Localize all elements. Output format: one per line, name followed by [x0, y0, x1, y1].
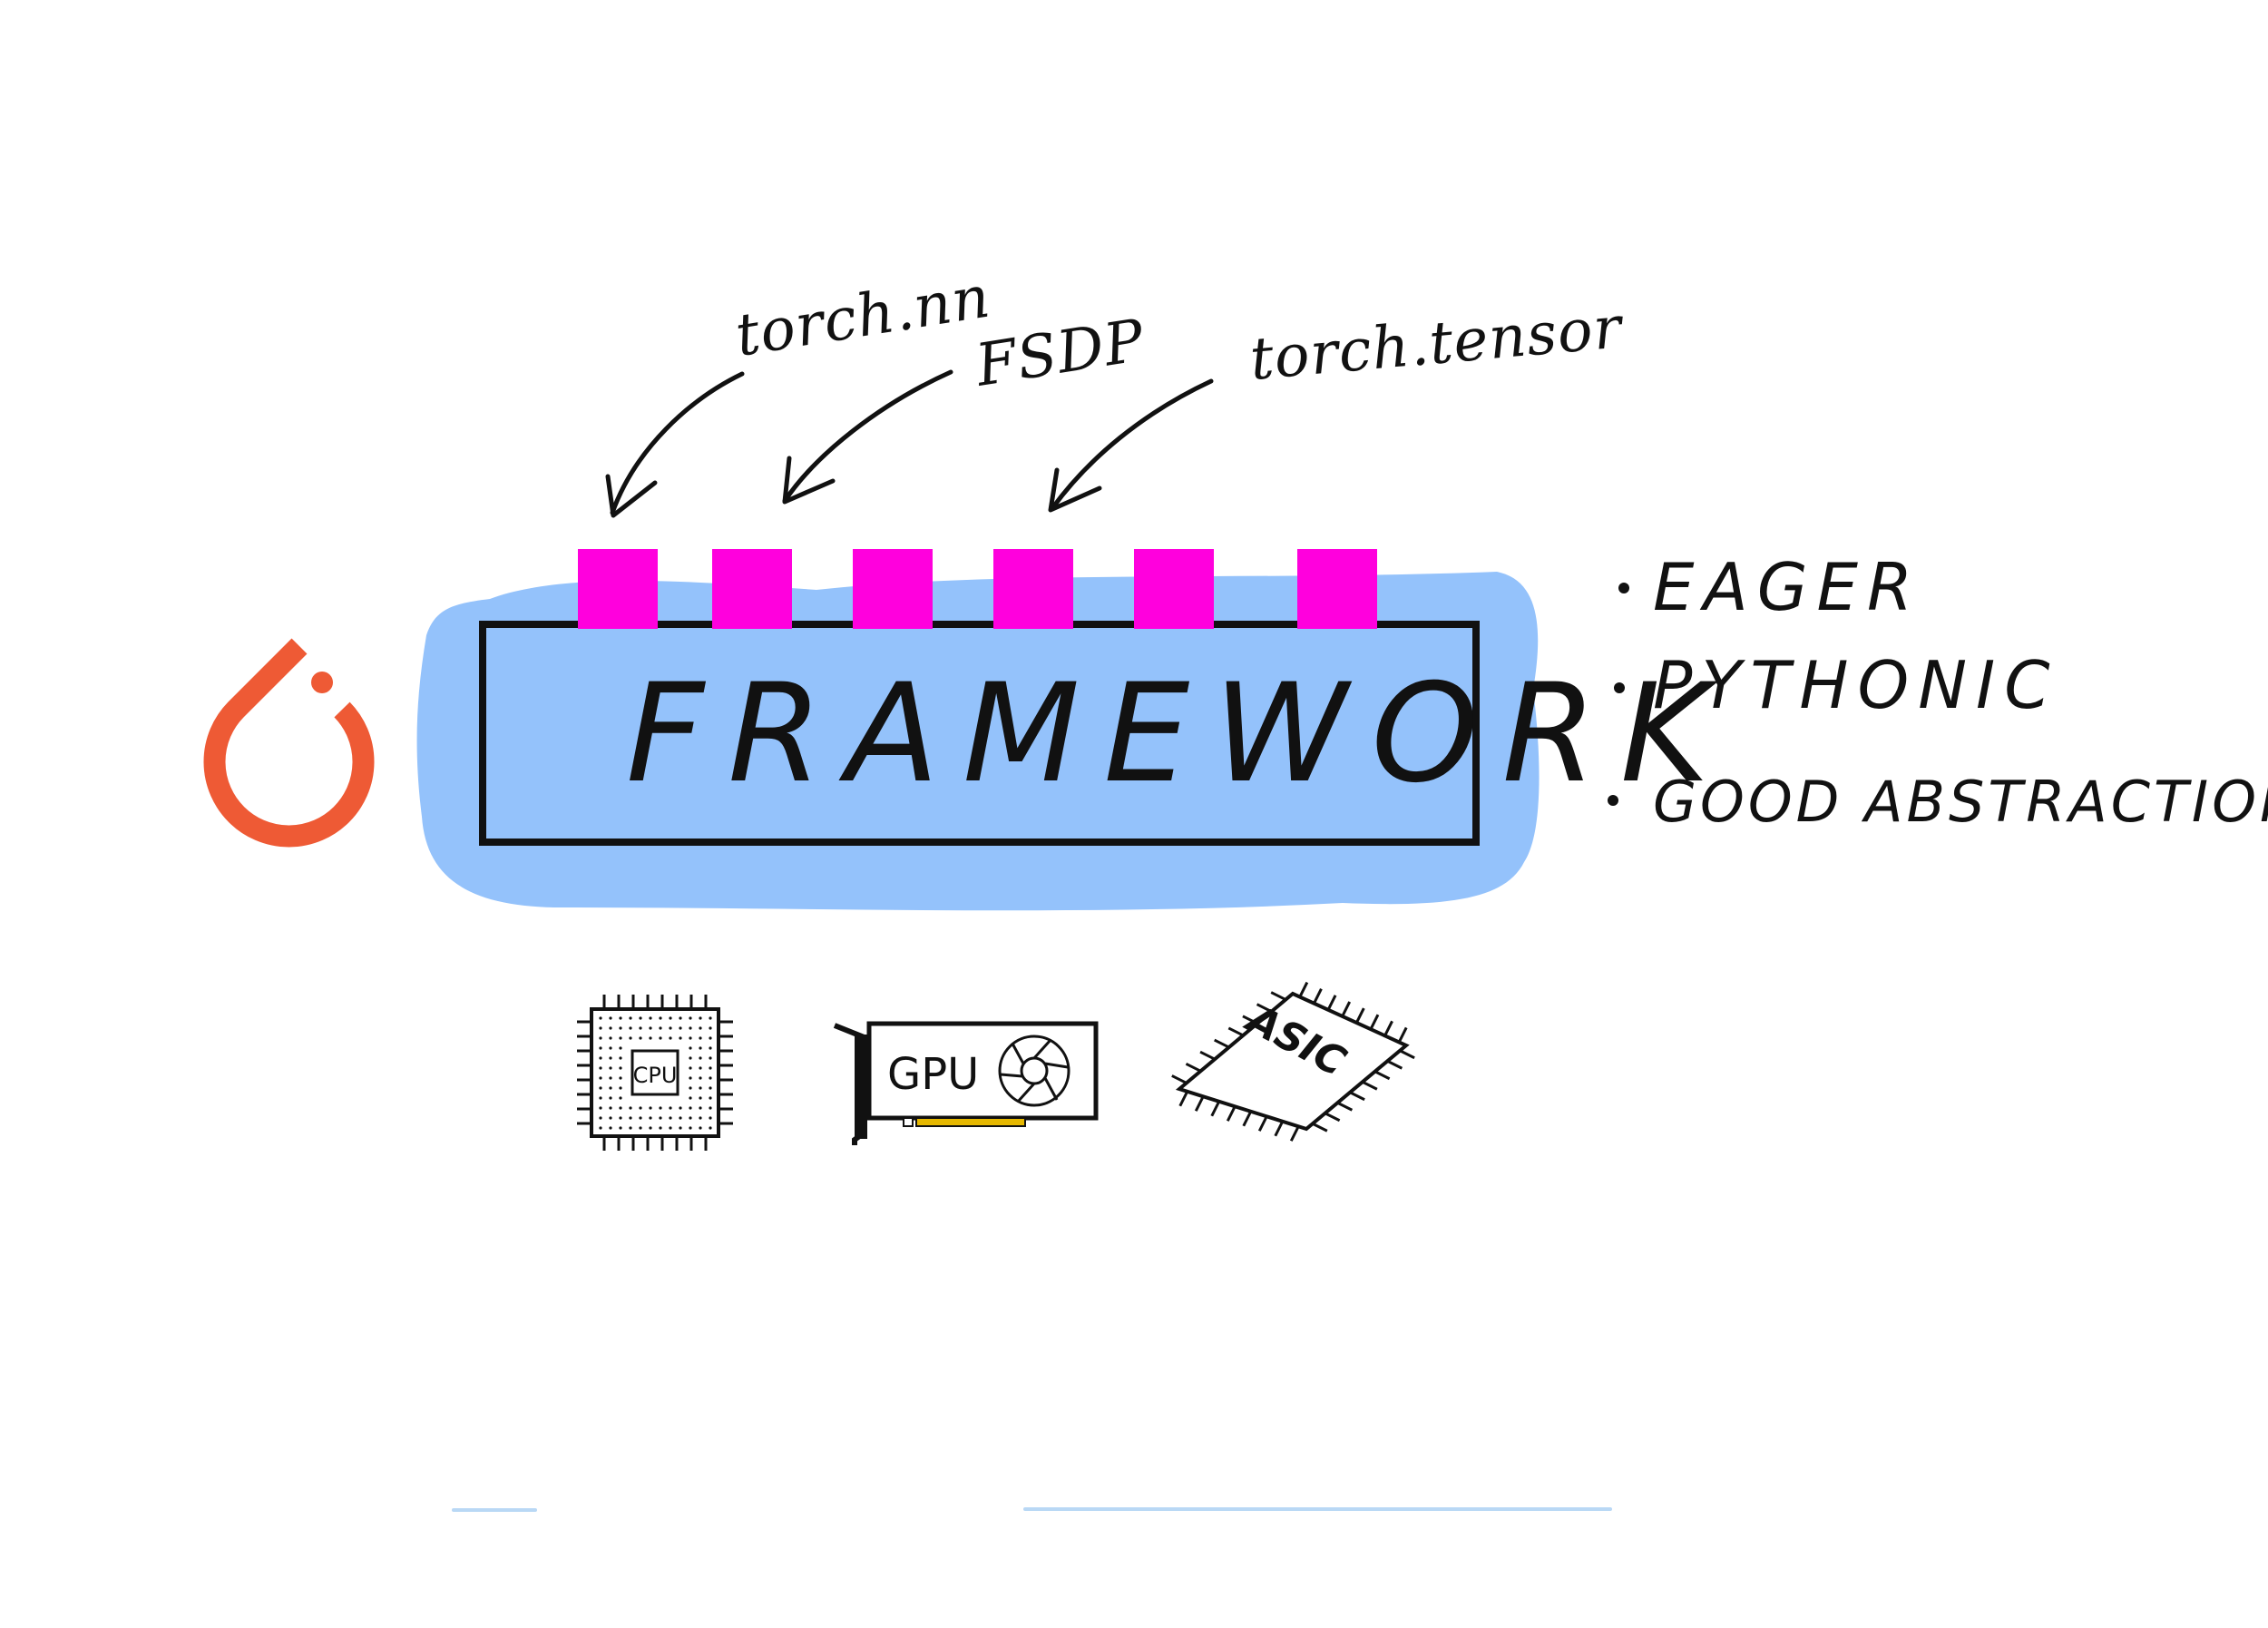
- property-good-abstractions: GOOD ABSTRACTIONS: [1653, 769, 2268, 835]
- gpu-card-icon: GPU: [833, 1021, 1099, 1145]
- property-list: EAGER PYTHONIC GOOD ABSTRACTIONS: [1608, 549, 2268, 835]
- asic-chip-icon: ASIC: [1171, 981, 1415, 1142]
- bullet-icon: [1618, 583, 1629, 593]
- arrow-icon: [605, 371, 745, 518]
- module-blocks: [578, 549, 1377, 629]
- arrows: [605, 369, 1214, 518]
- framework-label: FRAMEWORK: [626, 655, 1733, 813]
- component-label-torch-tensor: torch.tensor: [1247, 294, 1627, 394]
- faint-lines: [452, 1507, 1612, 1512]
- module-block-6: [1297, 549, 1377, 629]
- cpu-chip-icon: CPU: [577, 995, 733, 1151]
- bullet-icon: [1608, 795, 1618, 806]
- component-label-fsdp: FSDP: [971, 308, 1149, 400]
- module-block-5: [1134, 549, 1214, 629]
- module-block-3: [853, 549, 933, 629]
- arrow-icon: [782, 369, 953, 505]
- cpu-label: CPU: [633, 1063, 678, 1088]
- arrow-icon: [1048, 378, 1214, 513]
- property-eager: EAGER: [1653, 549, 1921, 625]
- property-pythonic: PYTHONIC: [1653, 647, 2059, 723]
- framework-box: [479, 621, 1480, 846]
- module-block-1: [578, 549, 658, 629]
- module-block-2: [712, 549, 792, 629]
- bullet-icon: [1614, 682, 1625, 693]
- gpu-label: GPU: [887, 1049, 979, 1100]
- pytorch-logo-icon: [203, 638, 375, 848]
- component-label-torch-nn: torch.nn: [731, 263, 995, 369]
- module-block-4: [993, 549, 1073, 629]
- gpu-fan-icon: [998, 1035, 1070, 1107]
